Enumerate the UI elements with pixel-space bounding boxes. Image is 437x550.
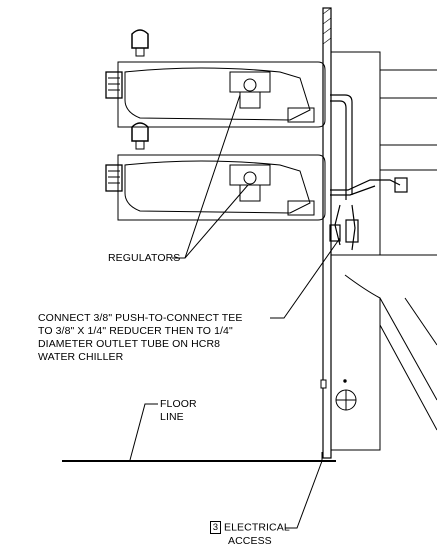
leader-lines	[129, 94, 341, 529]
item-number-box: 3	[210, 521, 221, 534]
electrical-access-line-1: ELECTRICAL	[224, 521, 290, 534]
floor-line-label-2: LINE	[160, 411, 184, 423]
connect-tee-note-line-1: CONNECT 3/8" PUSH-TO-CONNECT TEE	[38, 312, 243, 324]
regulator-unit-lower	[105, 122, 326, 221]
regulators-label: REGULATORS	[108, 252, 181, 264]
electrical-access-port	[320, 379, 357, 411]
piping	[329, 94, 408, 251]
connect-tee-note-line-2: TO 3/8" X 1/4" REDUCER THEN TO 1/4"	[38, 325, 233, 337]
connect-tee-note-line-3: DIAMETER OUTLET TUBE ON HCR8	[38, 338, 221, 350]
connect-tee-note-line-4: WATER CHILLER	[38, 351, 124, 363]
cabinet	[331, 51, 437, 451]
wall-plate	[322, 7, 332, 459]
regulator-unit-upper	[105, 29, 326, 128]
electrical-access-line-2: ACCESS	[228, 535, 272, 547]
floor-line-label-1: FLOOR	[160, 398, 197, 410]
floor	[62, 452, 336, 462]
